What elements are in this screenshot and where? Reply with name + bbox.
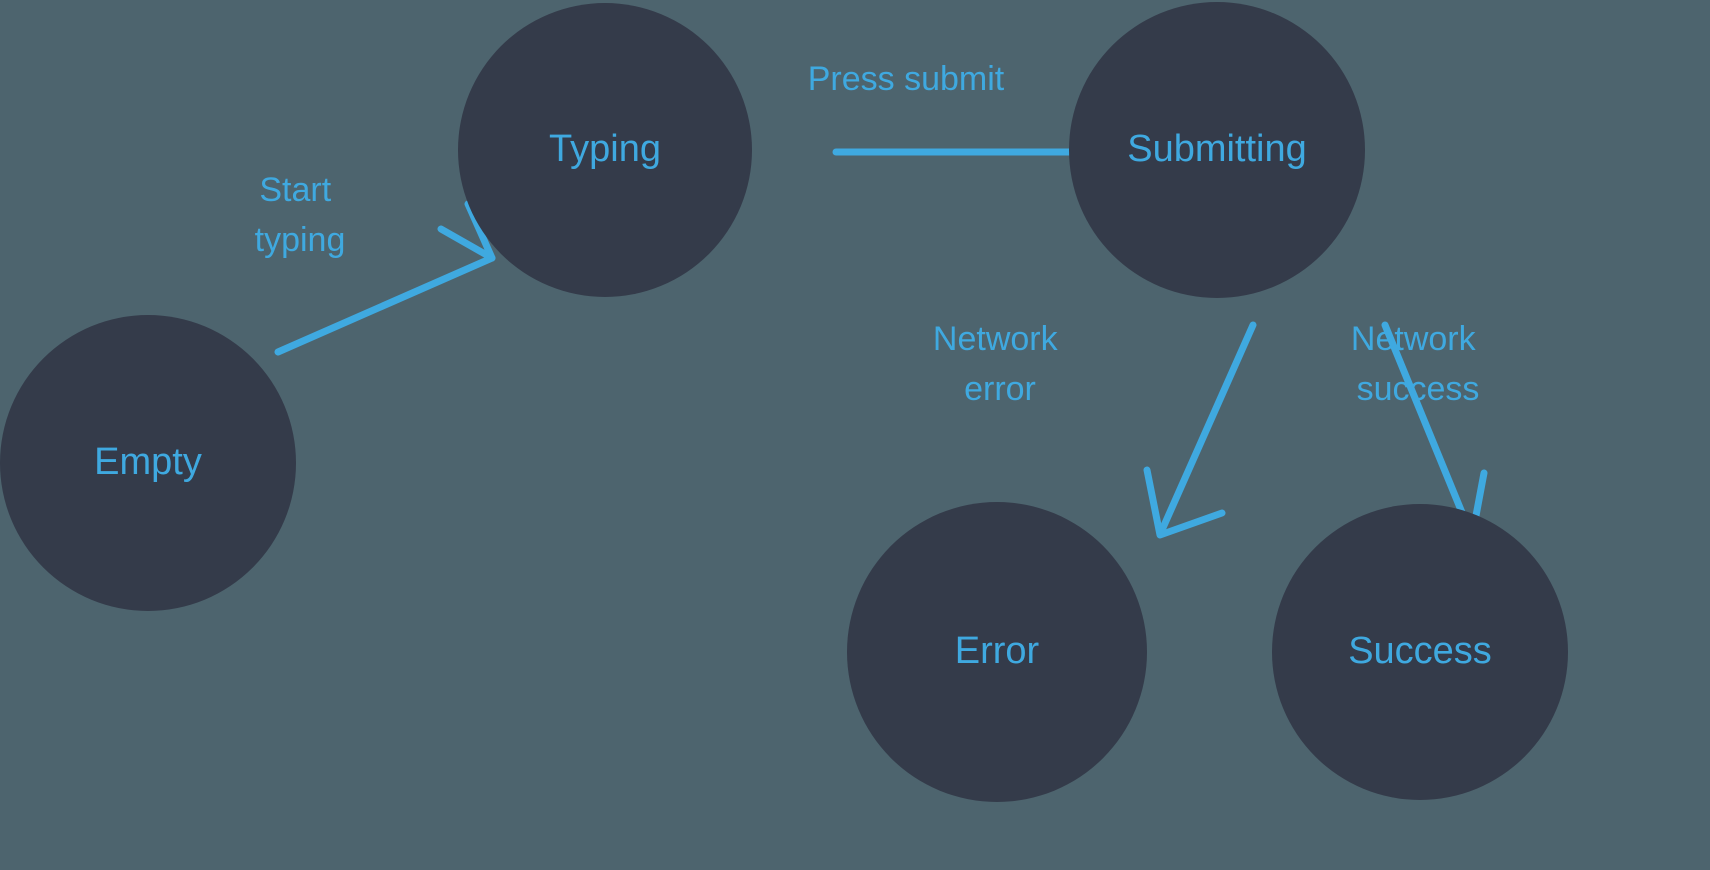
state-node-empty-circle <box>0 315 296 611</box>
transition-network-error-label-line-1: Network <box>933 320 1059 358</box>
transition-network-success-label-line-2: success <box>1357 370 1480 408</box>
transition-network-success-label-line-1: Network <box>1351 320 1477 358</box>
transition-start-typing-line <box>274 254 496 356</box>
transition-start-typing-label-line-1: Start <box>259 171 331 209</box>
state-node-typing-circle <box>458 3 752 297</box>
transition-start-typing-arrowhead <box>437 200 496 262</box>
transition-network-error-line <box>1158 321 1257 534</box>
state-node-typing-label: Typing <box>549 128 661 170</box>
transition-press-submit-label-line-1: Press submit <box>808 60 1005 98</box>
state-node-success-label: Success <box>1348 630 1492 672</box>
transition-network-success-line <box>1381 321 1474 536</box>
state-node-error-circle <box>847 502 1147 802</box>
state-node-empty-label: Empty <box>94 441 202 483</box>
state-node-typing[interactable]: Typing <box>458 3 752 297</box>
transition-press-submit-label: Press submit <box>808 60 1005 98</box>
state-node-success-circle <box>1272 504 1568 800</box>
transition-network-error-label: Network error <box>933 320 1067 408</box>
transition-network-success[interactable]: Network success <box>1351 320 1488 541</box>
transition-network-error[interactable]: Network error <box>933 320 1257 539</box>
state-node-submitting-circle <box>1069 2 1365 298</box>
transition-start-typing[interactable]: Start typing <box>255 171 496 356</box>
transition-start-typing-label-line-2: typing <box>255 221 346 259</box>
state-node-empty[interactable]: Empty <box>0 315 296 611</box>
transition-network-error-label-line-2: error <box>964 370 1036 408</box>
state-node-success[interactable]: Success <box>1272 504 1568 800</box>
transition-network-success-label: Network success <box>1351 320 1485 408</box>
state-node-error[interactable]: Error <box>847 502 1147 802</box>
state-node-submitting[interactable]: Submitting <box>1069 2 1365 298</box>
transition-start-typing-label: Start typing <box>255 171 346 259</box>
state-node-error-label: Error <box>955 630 1040 672</box>
transition-network-error-arrowhead <box>1143 466 1226 539</box>
state-node-submitting-label: Submitting <box>1127 128 1307 170</box>
